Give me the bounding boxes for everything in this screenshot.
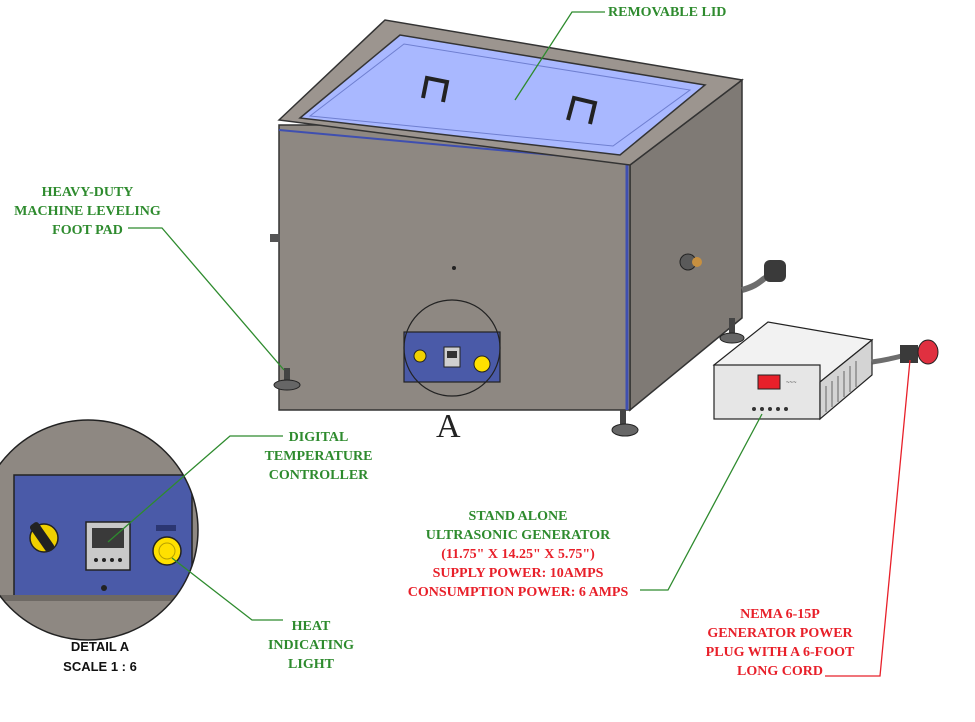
generator-front [713, 364, 821, 420]
controller-line-2: TEMPERATURE [264, 449, 373, 464]
ultrasonic-generator: ~~~ [712, 321, 939, 421]
detail-caption: DETAIL A SCALE 1 : 6 [40, 637, 160, 677]
lid-inner-edge [308, 43, 692, 147]
plug-head [917, 339, 939, 365]
heat-light-line-3: LIGHT [288, 657, 334, 672]
indicator-light-icon [152, 536, 182, 566]
label-removable-lid: REMOVABLE LID [608, 5, 727, 20]
foot-pad-line-3: FOOT PAD [52, 223, 123, 238]
plug-line-2: GENERATOR POWER [707, 626, 853, 641]
plug-line-4: LONG CORD [737, 664, 823, 679]
foot-pad-line-2: MACHINE LEVELING [14, 204, 161, 219]
foot-pad-leader [128, 227, 285, 371]
detail-a-frame [0, 419, 199, 641]
generator-line-5: CONSUMPTION POWER: 6 AMPS [407, 585, 629, 600]
leveling-feet [273, 318, 745, 437]
generator-button-row [752, 407, 788, 411]
generator-display-icon [757, 374, 781, 390]
label-heat-light: HEAT INDICATING LIGHT [256, 617, 366, 674]
leader-lines [107, 11, 911, 677]
lid-handle-right [566, 95, 598, 125]
lid-leader [514, 11, 605, 101]
heat-light-line-1: HEAT [291, 619, 331, 634]
plug-line-1: NEMA 6-15P [740, 607, 820, 622]
plug-line-3: PLUG WITH A 6-FOOT [705, 645, 855, 660]
detail-a-view [0, 420, 198, 640]
generator-line-2: ULTRASONIC GENERATOR [425, 528, 611, 543]
label-temperature-controller: DIGITAL TEMPERATURE CONTROLLER [256, 428, 381, 485]
generator-line-1: STAND ALONE [468, 509, 568, 524]
panel-switch-icon [413, 349, 427, 363]
label-foot-pad: HEAVY-DUTY MACHINE LEVELING FOOT PAD [10, 183, 165, 240]
detail-scale: SCALE 1 : 6 [63, 659, 137, 674]
lid-handle-left [421, 75, 450, 103]
foot-pad-line-1: HEAVY-DUTY [41, 185, 134, 200]
controller-line-3: CONTROLLER [268, 468, 369, 483]
label-generator: STAND ALONE ULTRASONIC GENERATOR (11.75"… [392, 507, 644, 602]
heat-light-line-2: INDICATING [267, 638, 355, 653]
controller-line-1: DIGITAL [288, 430, 349, 445]
drain-valve [270, 234, 280, 242]
plug-leader [825, 359, 911, 677]
generator-line-4: SUPPLY POWER: 10AMPS [432, 566, 604, 581]
label-power-plug: NEMA 6-15P GENERATOR POWER PLUG WITH A 6… [680, 605, 880, 681]
panel-light-icon [473, 355, 491, 373]
controller-leader [107, 435, 283, 543]
detail-marker: A [436, 408, 461, 445]
side-connector [764, 260, 786, 282]
generator-side [819, 338, 873, 421]
power-plug-icon [900, 345, 918, 363]
tank-assembly [270, 19, 786, 437]
heat-light-leader [171, 557, 283, 621]
generator-line-3: (11.75" X 14.25" X 5.75") [441, 547, 595, 562]
generator-leader [640, 413, 763, 591]
detail-a-circle [403, 299, 501, 397]
detail-title: DETAIL A [70, 639, 130, 654]
svg-text:~~~: ~~~ [786, 380, 797, 386]
